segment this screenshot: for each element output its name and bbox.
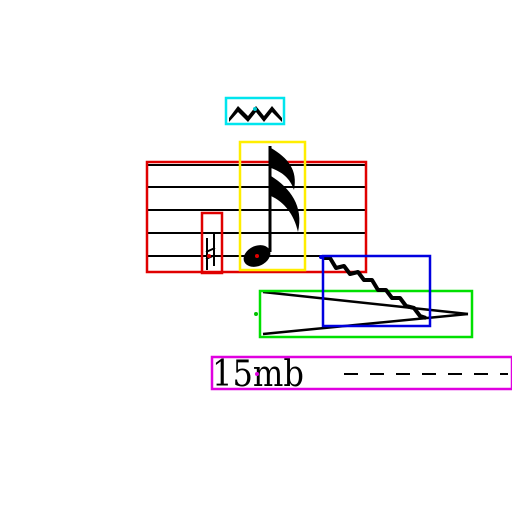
decrescendo-hairpin [254,289,474,339]
glissando-anchor [319,255,323,259]
ottava-bassa: 15mb [210,354,512,395]
decrescendo-hairpin-anchor [254,312,258,316]
trill-ornament [224,96,286,126]
trill-ornament-box [224,96,286,126]
glissando-box [321,254,432,328]
natural-accidental-glyph [205,234,216,270]
natural-accidental-box [200,211,224,275]
ottava-bassa-box [210,355,512,391]
hairpin-lower-line [262,312,469,336]
glissando-wavy-line [319,254,432,328]
ottava-bassa-anchor [255,372,259,376]
sixteenth-note-anchor [255,254,259,258]
sixteenth-note [238,140,307,272]
note-flag-2 [271,176,300,232]
trill-ornament-anchor [253,107,257,111]
decrescendo-hairpin-box [258,289,474,339]
natural-accidental [200,211,224,275]
hairpin-upper-line [262,290,469,316]
staff-box [145,160,368,274]
note-flag-1 [271,148,295,190]
natural-accidental-anchor [207,254,211,258]
sixteenth-note-box [238,140,307,272]
glissando-glyph [322,256,427,320]
